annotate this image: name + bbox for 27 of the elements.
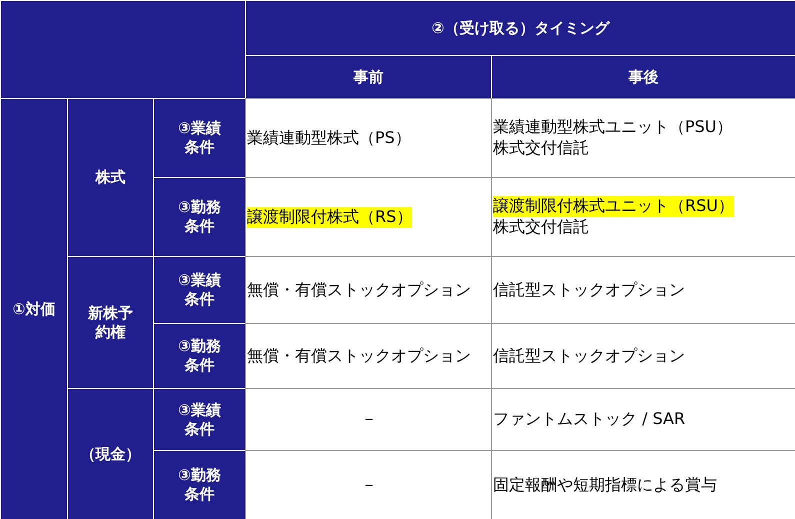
header-text: ②（受け取る）タイミング xyxy=(432,18,610,38)
cell-text: 株式交付信託 xyxy=(493,138,589,159)
header-text: （現金） xyxy=(80,444,140,464)
header-text: 株式 xyxy=(96,168,126,187)
header-text: 新株予約権 xyxy=(87,304,134,342)
cell-text: 業績連動型株式ユニット（PSU） xyxy=(493,117,733,138)
cell-text: 無償・有償ストックオプション xyxy=(247,346,471,366)
header-text: 事後 xyxy=(628,68,658,86)
header-text: ③業績条件 xyxy=(177,271,222,309)
header-text: ③業績条件 xyxy=(177,400,222,438)
cell-text: 信託型ストックオプション xyxy=(493,346,685,366)
cell-text: 信託型ストックオプション xyxy=(493,280,685,300)
cell-text: 株式交付信託 xyxy=(493,217,589,238)
header-text: ③勤務条件 xyxy=(177,466,222,504)
header-text: ①対価 xyxy=(12,300,56,318)
cell-text: 業績連動型株式（PS） xyxy=(247,128,411,148)
cell-text: － xyxy=(361,474,377,496)
header-text: ③勤務条件 xyxy=(177,337,222,375)
header-text: ③業績条件 xyxy=(177,119,222,157)
cell-text: － xyxy=(361,409,377,430)
header-text: ③勤務条件 xyxy=(177,198,222,236)
header-text: 事前 xyxy=(354,68,384,86)
highlighted-text: 譲渡制限付株式（RS） xyxy=(247,206,412,228)
cell-text: ファントムストック / SAR xyxy=(493,409,686,430)
cell-text: 無償・有償ストックオプション xyxy=(247,280,471,300)
highlighted-text: 譲渡制限付株式ユニット（RSU） xyxy=(493,196,734,217)
cell-text: 固定報酬や短期指標による賞与 xyxy=(493,474,717,496)
